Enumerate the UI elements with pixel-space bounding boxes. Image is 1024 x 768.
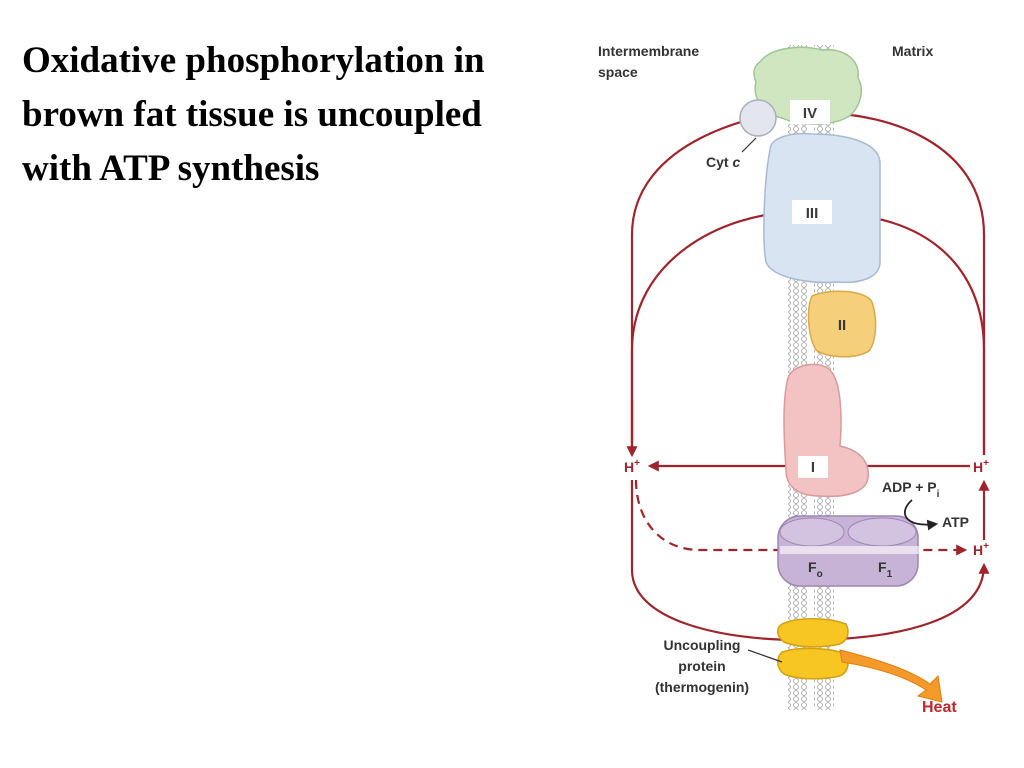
- slide-title: Oxidative phosphorylation in brown fat t…: [22, 34, 602, 196]
- cyt-c-circle: [739, 99, 777, 137]
- proton-right-top-label: H+: [973, 458, 989, 475]
- complex-ii: II: [807, 290, 877, 358]
- uncoupling-protein: [777, 617, 849, 680]
- complex-i: I: [783, 363, 869, 498]
- cytochrome-c: Cyt c: [706, 99, 777, 170]
- complex-i-label: I: [811, 459, 815, 476]
- heat-label: Heat: [922, 699, 957, 716]
- uncoupling-label-3: (thermogenin): [655, 679, 749, 695]
- proton-right-bottom-label: H+: [973, 541, 989, 558]
- title-line-3: with ATP synthesis: [22, 148, 320, 189]
- complex-iv-label: IV: [803, 105, 817, 122]
- atp-label: ATP: [942, 514, 969, 530]
- complex-ii-label: II: [838, 317, 846, 334]
- heat-arrow: [839, 649, 943, 703]
- complex-iv: IV: [753, 46, 862, 125]
- title-line-2: brown fat tissue is uncoupled: [22, 94, 482, 135]
- adp-to-atp-arrow: [904, 499, 939, 531]
- cyt-c-label: Cyt c: [706, 154, 740, 170]
- matrix-label: Matrix: [892, 43, 933, 59]
- arrow-right-to-iv: [829, 108, 986, 455]
- atp-synthase: Fo F1: [777, 515, 920, 587]
- adp-pi-label: ADP + Pi: [882, 479, 940, 500]
- uncoupling-pointer: [747, 649, 783, 663]
- f1-label: F1: [878, 559, 893, 580]
- uncoupling-label-2: protein: [678, 658, 725, 674]
- intermembrane-label-2: space: [598, 64, 638, 80]
- uncoupling-label-1: Uncoupling: [664, 637, 741, 653]
- proton-left-label: H+: [624, 458, 640, 475]
- intermembrane-label-1: Intermembrane: [598, 43, 699, 59]
- title-line-1: Oxidative phosphorylation in: [22, 40, 485, 81]
- complex-iii-label: III: [806, 205, 819, 222]
- fo-label: Fo: [808, 559, 823, 580]
- complex-iii: III: [763, 132, 881, 284]
